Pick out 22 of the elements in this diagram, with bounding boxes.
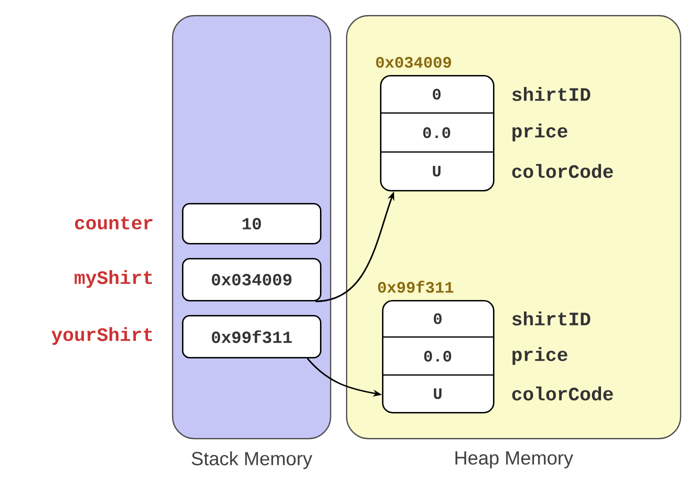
field-name: shirtID	[512, 87, 590, 101]
address-label: 0x99f311	[378, 280, 454, 293]
value-cell: 10	[182, 203, 322, 244]
field-name: price	[512, 347, 568, 365]
field-value: U	[434, 388, 442, 400]
field-value: 0.0	[424, 350, 452, 362]
variable-name: counter	[75, 216, 152, 230]
field-name: price	[512, 124, 568, 142]
value-cell: 0x034009	[182, 258, 322, 302]
address-label: 0x034009	[376, 56, 452, 68]
field-value: 0.0	[423, 127, 450, 138]
field-name: shirtID	[512, 312, 590, 326]
field-value: 0	[434, 313, 442, 324]
field-value: 0	[432, 88, 441, 100]
value-cell: 0x99f311	[182, 315, 322, 358]
panel-title: Stack Memory	[192, 451, 312, 470]
variable-name: myShirt	[74, 270, 152, 288]
field-value: U	[432, 166, 440, 177]
variable-name: yourShirt	[52, 327, 152, 345]
panel-title: Heap Memory	[456, 451, 574, 468]
field-name: colorCode	[512, 386, 613, 400]
field-name: colorCode	[512, 164, 613, 178]
